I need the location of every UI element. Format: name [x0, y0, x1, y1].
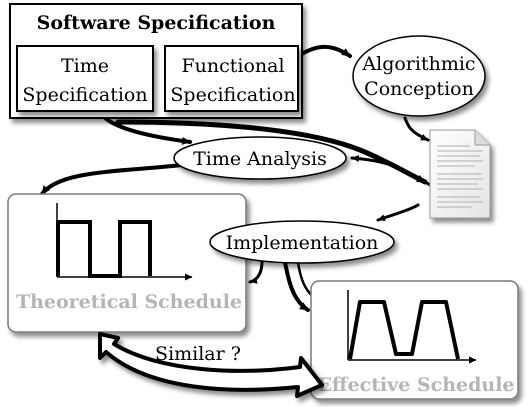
- effective-schedule-label: Effective Schedule: [317, 374, 514, 396]
- arrow-implementation-to-effective: [283, 260, 310, 312]
- similar-label: Similar ?: [155, 343, 241, 365]
- effective-schedule-panel: Effective Schedule: [310, 280, 519, 400]
- time-specification-line2: Specification: [22, 84, 147, 106]
- effective-square-wave: [348, 300, 460, 360]
- algorithmic-conception-line1: Algorithmic: [361, 53, 475, 75]
- similar-double-arrow: Similar ?: [98, 332, 324, 398]
- arrow-document-to-implementation: [376, 203, 420, 222]
- functional-specification-line2: Specification: [170, 84, 295, 106]
- arrow-conception-to-document: [403, 116, 430, 142]
- time-specification-box: Time Specification: [16, 45, 154, 112]
- similar-arrow-shape: [98, 332, 324, 398]
- theoretical-schedule-panel: Theoretical Schedule: [7, 193, 247, 333]
- time-analysis-node: Time Analysis: [173, 136, 347, 180]
- arrow-analysis-to-theoretical: [40, 163, 184, 196]
- arrow-spec-to-conception: [298, 44, 352, 58]
- document-icon: [429, 129, 491, 219]
- algorithmic-conception-node: Algorithmic Conception: [352, 35, 486, 117]
- software-specification-title: Software Specification: [37, 12, 276, 34]
- arrow-implementation-to-theoretical: [248, 260, 264, 284]
- theoretical-schedule-label: Theoretical Schedule: [16, 291, 242, 313]
- time-analysis-label: Time Analysis: [193, 148, 327, 170]
- arrow-document-to-analysis: [350, 155, 432, 187]
- theoretical-square-wave: [56, 220, 152, 278]
- functional-specification-box: Functional Specification: [164, 45, 299, 112]
- functional-specification-line1: Functional: [181, 55, 284, 77]
- time-specification-line1: Time: [61, 55, 109, 77]
- implementation-label: Implementation: [226, 232, 379, 254]
- algorithmic-conception-line2: Conception: [364, 78, 474, 100]
- implementation-node: Implementation: [209, 220, 395, 264]
